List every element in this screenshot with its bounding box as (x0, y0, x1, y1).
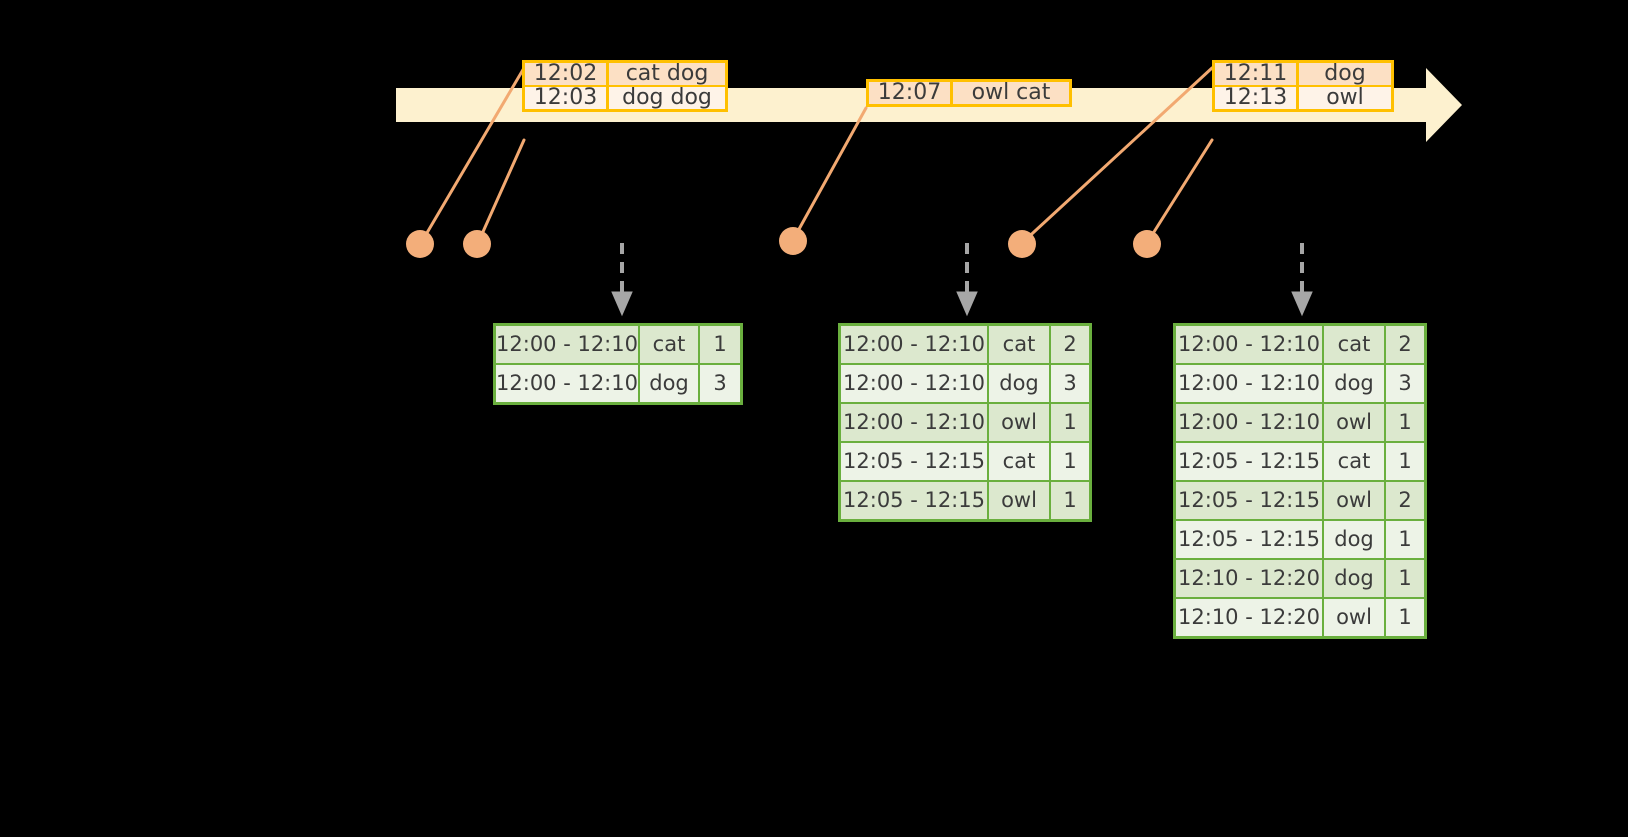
cell-count: 1 (1051, 404, 1089, 441)
event-text: owl cat (953, 82, 1069, 104)
cell-word: cat (1324, 443, 1386, 480)
cell-window: 12:00 - 12:10 (1176, 404, 1324, 441)
table-row[interactable]: 12:10 - 12:20 owl 1 (1176, 597, 1424, 636)
event-text: cat dog (609, 63, 725, 85)
cell-window: 12:05 - 12:15 (841, 482, 989, 519)
cell-count: 1 (1386, 443, 1424, 480)
cell-word: dog (1324, 560, 1386, 597)
event-row[interactable]: 12:02 cat dog (525, 63, 725, 85)
cell-window: 12:00 - 12:10 (841, 404, 989, 441)
cell-window: 12:00 - 12:10 (841, 326, 989, 363)
cell-word: owl (1324, 404, 1386, 441)
table-row[interactable]: 12:00 - 12:10 cat 1 (496, 326, 740, 363)
event-time: 12:02 (525, 63, 609, 85)
cell-count: 2 (1386, 326, 1424, 363)
cell-window: 12:00 - 12:10 (496, 365, 640, 402)
event-row[interactable]: 12:11 dog (1215, 63, 1391, 85)
cell-window: 12:05 - 12:15 (841, 443, 989, 480)
cell-window: 12:10 - 12:20 (1176, 560, 1324, 597)
table-row[interactable]: 12:10 - 12:20 dog 1 (1176, 558, 1424, 597)
dot-4 (1008, 230, 1036, 258)
table-row[interactable]: 12:00 - 12:10 cat 2 (1176, 326, 1424, 363)
cell-window: 12:00 - 12:10 (1176, 365, 1324, 402)
result-table-3[interactable]: 12:00 - 12:10 cat 2 12:00 - 12:10 dog 3 … (1173, 323, 1427, 639)
cell-word: cat (989, 326, 1051, 363)
cell-count: 2 (1051, 326, 1089, 363)
cell-window: 12:00 - 12:10 (1176, 326, 1324, 363)
cell-count: 2 (1386, 482, 1424, 519)
table-row[interactable]: 12:00 - 12:10 cat 2 (841, 326, 1089, 363)
cell-count: 1 (1386, 404, 1424, 441)
table-row[interactable]: 12:00 - 12:10 dog 3 (496, 363, 740, 402)
connector-line-5 (1145, 138, 1214, 245)
dot-2 (463, 230, 491, 258)
connector-line-2 (476, 138, 526, 245)
result-table-2[interactable]: 12:00 - 12:10 cat 2 12:00 - 12:10 dog 3 … (838, 323, 1092, 522)
connector-line-1 (419, 66, 526, 245)
table-row[interactable]: 12:05 - 12:15 cat 1 (841, 441, 1089, 480)
event-group-2[interactable]: 12:07 owl cat (866, 79, 1072, 107)
event-text: owl (1299, 87, 1391, 109)
cell-count: 1 (1051, 443, 1089, 480)
cell-window: 12:00 - 12:10 (496, 326, 640, 363)
cell-word: cat (640, 326, 700, 363)
dot-3 (779, 227, 807, 255)
cell-window: 12:00 - 12:10 (841, 365, 989, 402)
cell-count: 1 (700, 326, 740, 363)
trigger-arrows (611, 243, 1313, 317)
dot-5 (1133, 230, 1161, 258)
cell-word: owl (1324, 599, 1386, 636)
cell-count: 3 (1386, 365, 1424, 402)
cell-count: 1 (1386, 521, 1424, 558)
trigger-arrow-1 (611, 243, 633, 317)
cell-word: dog (640, 365, 700, 402)
cell-word: cat (1324, 326, 1386, 363)
cell-count: 1 (1051, 482, 1089, 519)
event-text: dog (1299, 63, 1391, 85)
cell-word: owl (989, 482, 1051, 519)
table-row[interactable]: 12:05 - 12:15 owl 1 (841, 480, 1089, 519)
event-time: 12:11 (1215, 63, 1299, 85)
event-row[interactable]: 12:07 owl cat (869, 82, 1069, 104)
event-group-1[interactable]: 12:02 cat dog 12:03 dog dog (522, 60, 728, 112)
cell-count: 3 (700, 365, 740, 402)
dot-1 (406, 230, 434, 258)
event-group-3[interactable]: 12:11 dog 12:13 owl (1212, 60, 1394, 112)
cell-word: dog (989, 365, 1051, 402)
cell-window: 12:10 - 12:20 (1176, 599, 1324, 636)
cell-window: 12:05 - 12:15 (1176, 521, 1324, 558)
event-row[interactable]: 12:03 dog dog (525, 85, 725, 109)
connector-line-3 (791, 106, 868, 242)
event-time: 12:03 (525, 87, 609, 109)
table-row[interactable]: 12:00 - 12:10 dog 3 (1176, 363, 1424, 402)
cell-window: 12:05 - 12:15 (1176, 482, 1324, 519)
trigger-arrow-3 (1291, 243, 1313, 317)
cell-word: owl (989, 404, 1051, 441)
cell-window: 12:05 - 12:15 (1176, 443, 1324, 480)
event-text: dog dog (609, 87, 725, 109)
table-row[interactable]: 12:00 - 12:10 owl 1 (841, 402, 1089, 441)
event-time: 12:07 (869, 82, 953, 104)
table-row[interactable]: 12:00 - 12:10 owl 1 (1176, 402, 1424, 441)
result-table-1[interactable]: 12:00 - 12:10 cat 1 12:00 - 12:10 dog 3 (493, 323, 743, 405)
cell-count: 3 (1051, 365, 1089, 402)
cell-word: dog (1324, 365, 1386, 402)
event-dots (406, 227, 1161, 258)
event-row[interactable]: 12:13 owl (1215, 85, 1391, 109)
cell-word: cat (989, 443, 1051, 480)
cell-word: owl (1324, 482, 1386, 519)
trigger-arrow-2 (956, 243, 978, 317)
table-row[interactable]: 12:00 - 12:10 dog 3 (841, 363, 1089, 402)
table-row[interactable]: 12:05 - 12:15 owl 2 (1176, 480, 1424, 519)
cell-count: 1 (1386, 560, 1424, 597)
cell-count: 1 (1386, 599, 1424, 636)
event-time: 12:13 (1215, 87, 1299, 109)
table-row[interactable]: 12:05 - 12:15 cat 1 (1176, 441, 1424, 480)
cell-word: dog (1324, 521, 1386, 558)
table-row[interactable]: 12:05 - 12:15 dog 1 (1176, 519, 1424, 558)
